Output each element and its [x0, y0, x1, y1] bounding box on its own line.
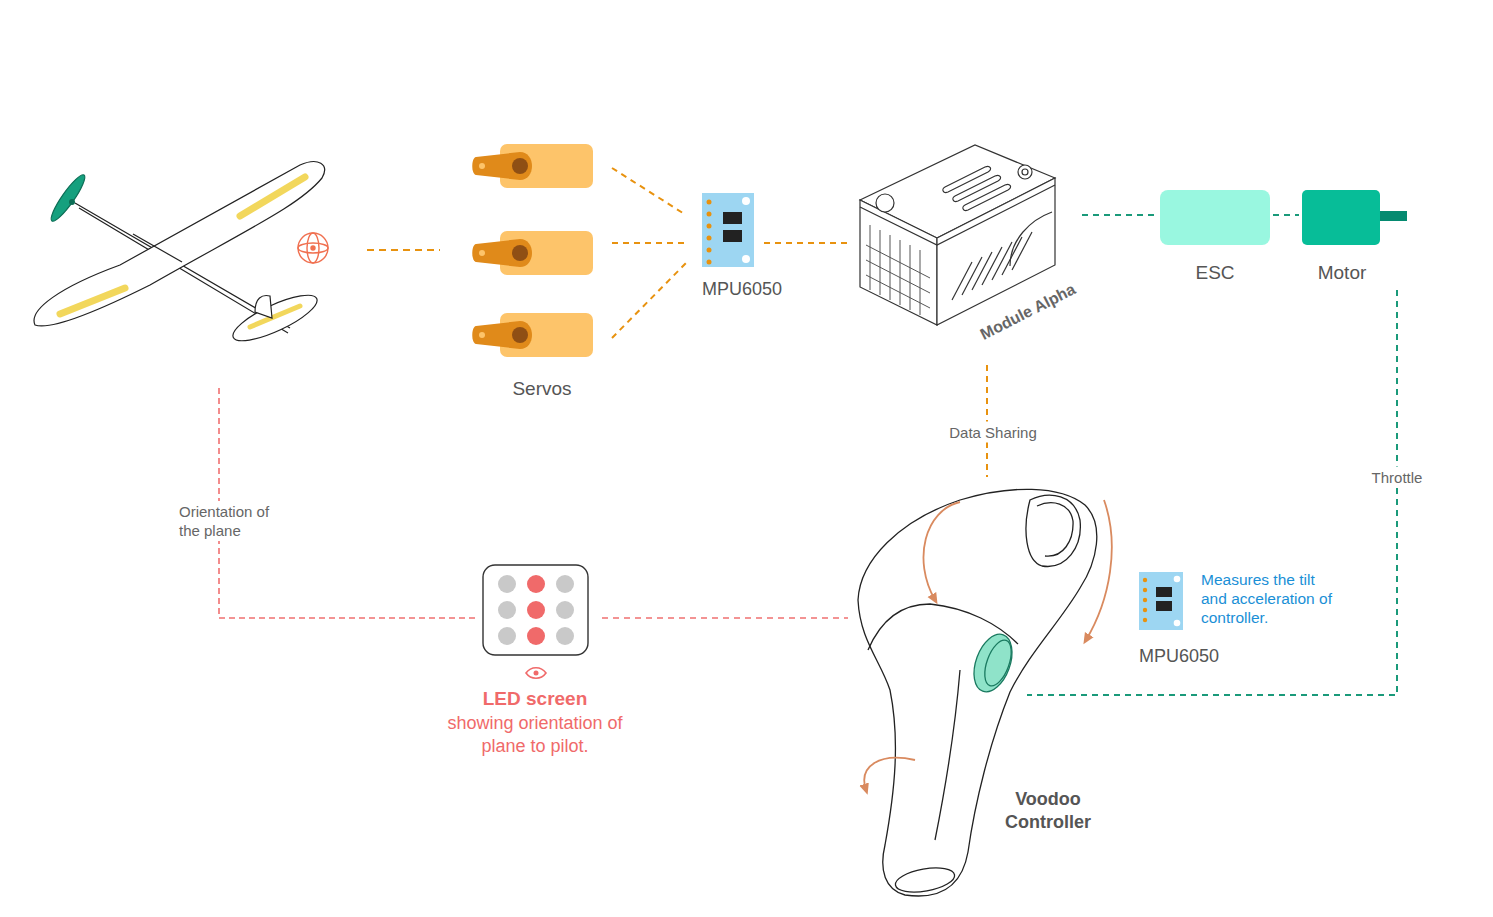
- dashed-connector: [602, 617, 848, 619]
- dashed-connector: [1082, 214, 1156, 216]
- servo-group: Servos: [470, 140, 595, 360]
- mpu6050-chip-controller: [1139, 572, 1183, 630]
- orientation-icon: [298, 233, 328, 263]
- led-screen: [483, 565, 588, 678]
- esc-box: [1160, 190, 1270, 245]
- node-text: Servos: [512, 378, 571, 400]
- mpu6050-chip: [702, 193, 754, 267]
- esc-box: ESC: [1160, 190, 1270, 245]
- node-text: Measures the tilt and acceleration of co…: [1201, 570, 1341, 627]
- motor-box: [1302, 190, 1380, 245]
- edge-label: Throttle: [1369, 467, 1426, 488]
- voodoo-controller: [858, 489, 1112, 896]
- sensor-chip: MPU6050: [702, 193, 754, 267]
- led-screen: LED screenshowing orientation of plane t…: [483, 565, 588, 655]
- dashed-connector: [612, 168, 686, 338]
- sensor-chip: MPU6050Measures the tilt and acceleratio…: [1139, 572, 1183, 630]
- glider-plane: [34, 162, 324, 350]
- node-text: ESC: [1195, 262, 1234, 284]
- node-text: Motor: [1318, 262, 1367, 284]
- dashed-connector: [1273, 214, 1299, 216]
- plane-link-line: [367, 249, 440, 251]
- node-text: MPU6050: [702, 279, 782, 300]
- module-alpha-box: [860, 145, 1055, 325]
- control-module: Module Alpha: [858, 135, 1058, 330]
- node-text: LED screen: [483, 688, 588, 710]
- servo-motors: [472, 144, 593, 357]
- link-label: Orientation of the plane: [176, 501, 286, 541]
- node-text: Module Alpha: [977, 280, 1078, 343]
- node-text: showing orientation of plane to pilot.: [430, 712, 640, 758]
- edge-label: Data Sharing: [946, 422, 1040, 443]
- dashed-connector: [1027, 290, 1397, 695]
- dashed-connector: [764, 242, 852, 244]
- motor-box: Motor: [1302, 190, 1380, 245]
- handheld-controller: Voodoo Controller: [850, 485, 1100, 895]
- node-text: MPU6050: [1139, 646, 1219, 667]
- motor-shaft: [1380, 211, 1407, 221]
- node-text: Voodoo Controller: [993, 788, 1103, 834]
